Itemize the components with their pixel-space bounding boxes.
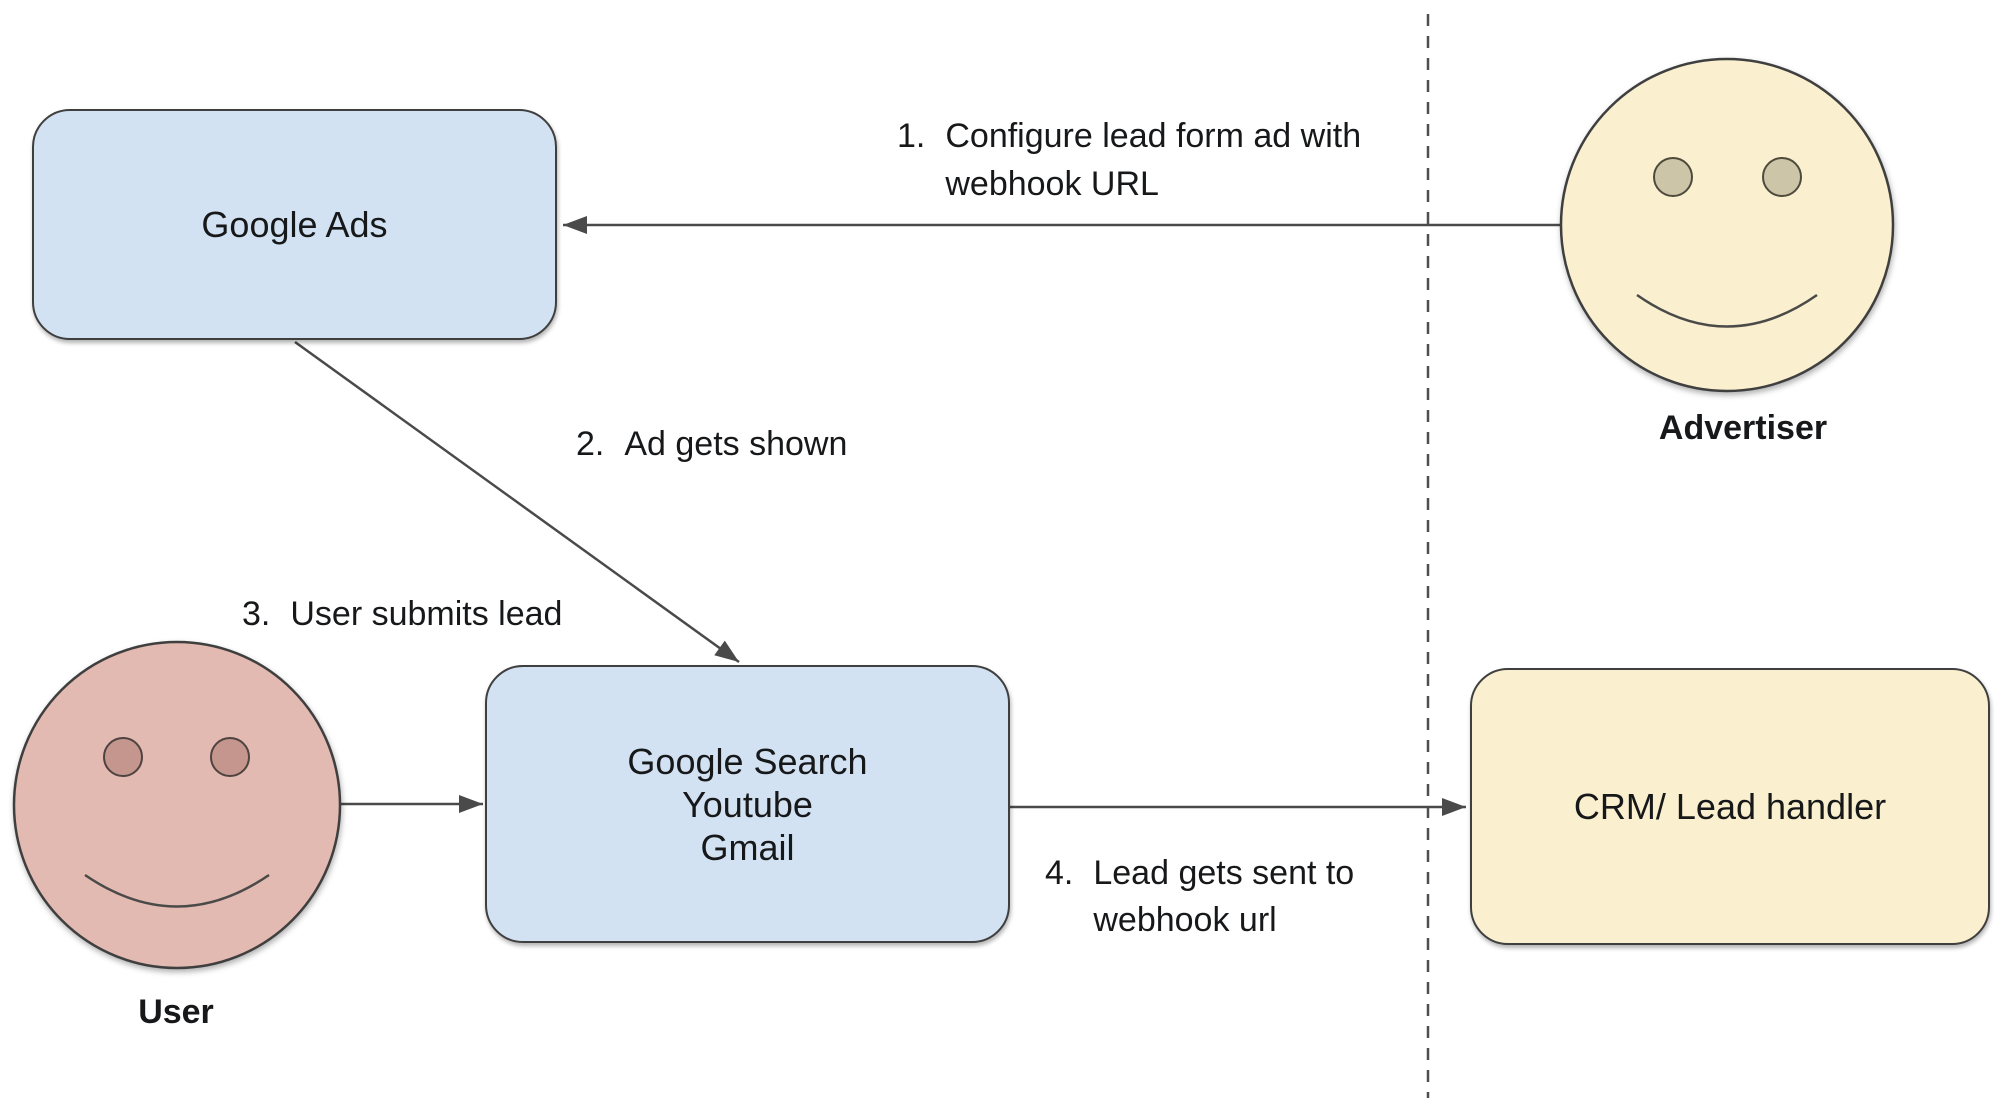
- user-right-eye-icon: [210, 737, 250, 777]
- step-3-label: 3. User submits lead: [242, 590, 562, 638]
- step-4-label: 4. Lead gets sent to webhook url: [1045, 850, 1354, 944]
- node-google-ads: Google Ads: [32, 109, 557, 340]
- step-1-label: 1. Configure lead form ad with webhook U…: [897, 112, 1361, 208]
- user-smile-icon: [84, 873, 270, 908]
- step-2-label: 2. Ad gets shown: [576, 420, 847, 468]
- node-crm-lead-handler: CRM/ Lead handler: [1470, 668, 1990, 945]
- step-2-text: Ad gets shown: [624, 425, 848, 463]
- advertiser-left-eye-icon: [1653, 157, 1693, 197]
- step-4-text-line-1: Lead gets sent to: [1093, 854, 1355, 892]
- step-1-number: 1.: [897, 117, 926, 155]
- node-surfaces-line-3: Gmail: [700, 826, 795, 868]
- user-label: User: [138, 993, 214, 1031]
- node-google-ads-label: Google Ads: [201, 204, 388, 245]
- advertiser-label: Advertiser: [1658, 409, 1828, 447]
- user-face-circle: [12, 640, 342, 970]
- node-google-surfaces: Google Search Youtube Gmail: [485, 665, 1010, 943]
- user-face: [12, 640, 342, 970]
- step-1-text-line-1: Configure lead form ad with: [945, 117, 1362, 155]
- advertiser-smile-icon: [1636, 293, 1818, 328]
- user-left-eye-icon: [103, 737, 143, 777]
- advertiser-face-circle: [1559, 57, 1895, 393]
- node-crm-label: CRM/ Lead handler: [1573, 786, 1887, 827]
- step-4-text-line-2: webhook url: [1093, 901, 1277, 939]
- advertiser-right-eye-icon: [1762, 157, 1802, 197]
- step-3-number: 3.: [242, 595, 271, 633]
- arrow-ad-gets-shown: [294, 340, 740, 664]
- node-surfaces-line-1: Google Search: [627, 740, 868, 782]
- advertiser-face: [1559, 57, 1895, 393]
- step-4-number: 4.: [1045, 854, 1074, 892]
- step-1-text-line-2: webhook URL: [945, 165, 1159, 203]
- step-3-text: User submits lead: [290, 595, 563, 633]
- step-2-number: 2.: [576, 425, 605, 463]
- node-surfaces-line-2: Youtube: [682, 783, 813, 825]
